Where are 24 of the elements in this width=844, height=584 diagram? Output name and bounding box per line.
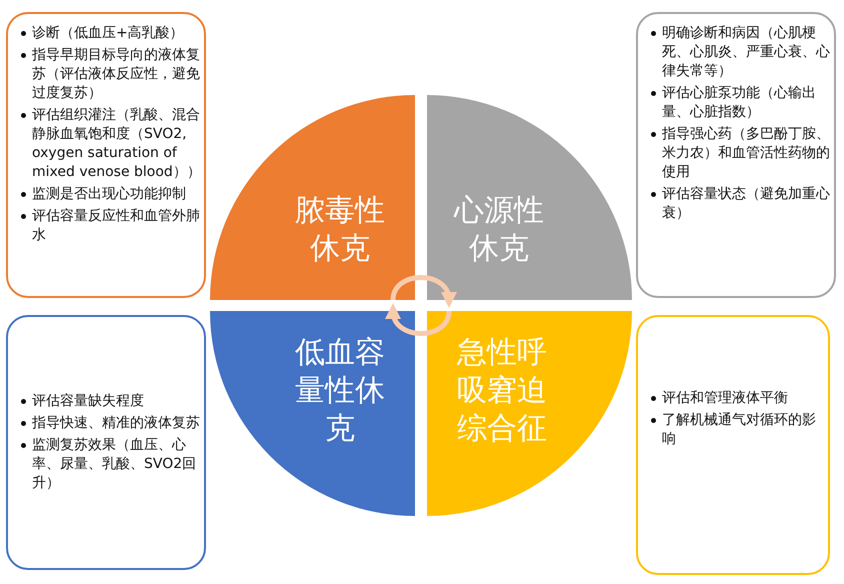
quadrant-title: 心源性休克 [452,192,545,268]
bullet-item: 评估容量反应性和血管外肺水 [32,207,201,245]
bullet-item: 监测复苏效果（血压、心率、尿量、乳酸、SVO2回升） [32,436,198,493]
bullet-item: 评估和管理液体平衡 [662,389,789,408]
quadrant-title: 急性呼吸窘迫综合征 [456,334,548,448]
bullet-item: 了解机械通气对循环的影响 [662,411,817,449]
bullet-item: 指导强心药（多巴酚丁胺、米力农）和血管活性药物的使用 [662,125,831,182]
text-panel [6,12,206,298]
bullet-item: 评估心脏泵功能（心输出量、心脏指数） [662,84,817,122]
bullet-item: 评估组织灌注（乳酸、混合静脉血氧饱和度（SVO2, oxygen saturation of mixed venose blood）） [32,106,202,182]
quadrant-title: 脓毒性休克 [294,192,386,268]
text-panel [636,315,830,575]
bullet-item: 明确诊断和病因（心肌梗死、心肌炎、严重心衰、心律失常等） [662,24,831,81]
text-panel [6,315,206,570]
cycle-arrow [386,303,452,336]
bullet-item: 指导快速、精准的液体复苏 [32,414,201,433]
cycle-arrow [390,275,456,308]
bullet-item: 指导早期目标导向的液体复苏（评估液体反应性，避免过度复苏） [32,46,201,103]
quadrant-title: 低血容量性休克 [294,334,386,448]
text-panel [636,12,836,298]
bullet-item: 评估容量状态（避免加重心衰） [662,185,831,223]
bullet-item: 诊断（低血压+高乳酸） [32,24,185,43]
bullet-item: 监测是否出现心功能抑制 [32,185,187,204]
bullet-item: 评估容量缺失程度 [32,392,145,411]
